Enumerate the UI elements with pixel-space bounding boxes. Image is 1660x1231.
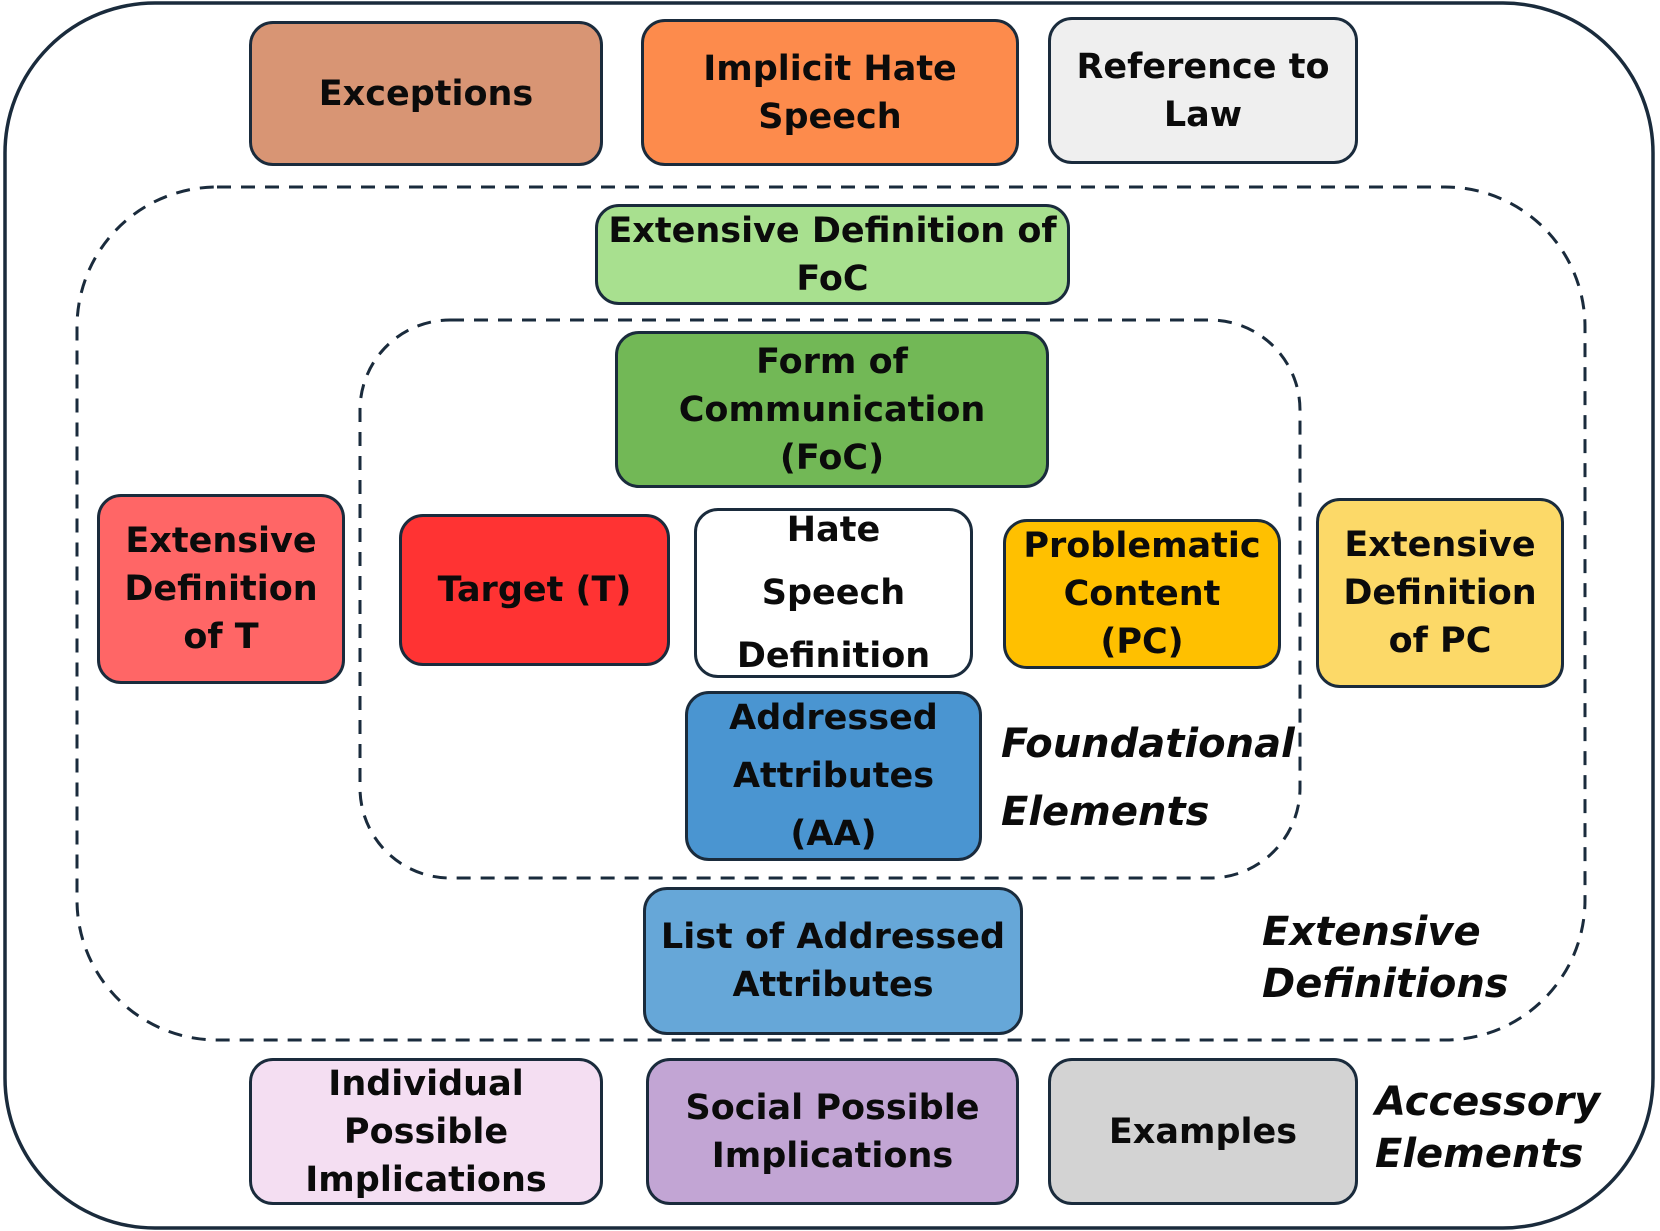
extensive-definition-pc-label: Extensive Definition of PC	[1343, 525, 1537, 661]
extensive-definition-foc-label: Extensive Definition of FoC	[608, 210, 1057, 299]
extensive-definition-t-label: Extensive Definition of T	[124, 521, 318, 657]
individual-possible-implications-box: Individual Possible Implications	[249, 1058, 603, 1205]
examples-box: Examples	[1048, 1058, 1358, 1205]
social-possible-implications-label: Social Possible Implications	[685, 1087, 980, 1176]
form-of-communication-label: Form of Communication (FoC)	[678, 341, 986, 478]
extensive-definition-foc-box: Extensive Definition of FoC	[595, 204, 1070, 305]
target-box: Target (T)	[399, 514, 670, 666]
social-possible-implications-box: Social Possible Implications	[646, 1058, 1019, 1205]
exceptions-box: Exceptions	[249, 21, 603, 166]
problematic-content-label: Problematic Content (PC)	[1023, 526, 1261, 662]
extensive-definitions-label: Extensive Definitions	[1262, 909, 1509, 1007]
extensive-definitions-frame	[75, 185, 1587, 1042]
examples-label: Examples	[1108, 1111, 1298, 1152]
accessory-elements-frame	[3, 1, 1655, 1230]
target-label: Target (T)	[437, 570, 632, 610]
individual-possible-implications-label: Individual Possible Implications	[305, 1063, 547, 1200]
form-of-communication-box: Form of Communication (FoC)	[615, 331, 1049, 488]
accessory-elements-label: Accessory Elements	[1375, 1079, 1601, 1177]
extensive-definition-t-box: Extensive Definition of T	[97, 494, 345, 684]
implicit-hate-speech-label: Implicit Hate Speech	[703, 48, 957, 137]
hate-speech-definition-label: Hate Speech Definition	[736, 509, 931, 676]
reference-to-law-box: Reference to Law	[1048, 17, 1358, 164]
exceptions-label: Exceptions	[318, 73, 534, 114]
list-of-addressed-attributes-label: List of Addressed Attributes	[660, 917, 1006, 1005]
hate-speech-definition-box: Hate Speech Definition	[694, 508, 973, 678]
reference-to-law-label: Reference to Law	[1076, 46, 1330, 135]
addressed-attributes-label: Addressed Attributes (AA)	[729, 698, 938, 854]
problematic-content-box: Problematic Content (PC)	[1003, 519, 1281, 669]
addressed-attributes-box: Addressed Attributes (AA)	[685, 691, 982, 861]
list-of-addressed-attributes-box: List of Addressed Attributes	[643, 887, 1023, 1035]
foundational-elements-label: Foundational Elements	[1001, 721, 1295, 835]
implicit-hate-speech-box: Implicit Hate Speech	[641, 19, 1019, 166]
extensive-definition-pc-box: Extensive Definition of PC	[1316, 498, 1564, 688]
foundational-elements-frame	[358, 318, 1302, 880]
